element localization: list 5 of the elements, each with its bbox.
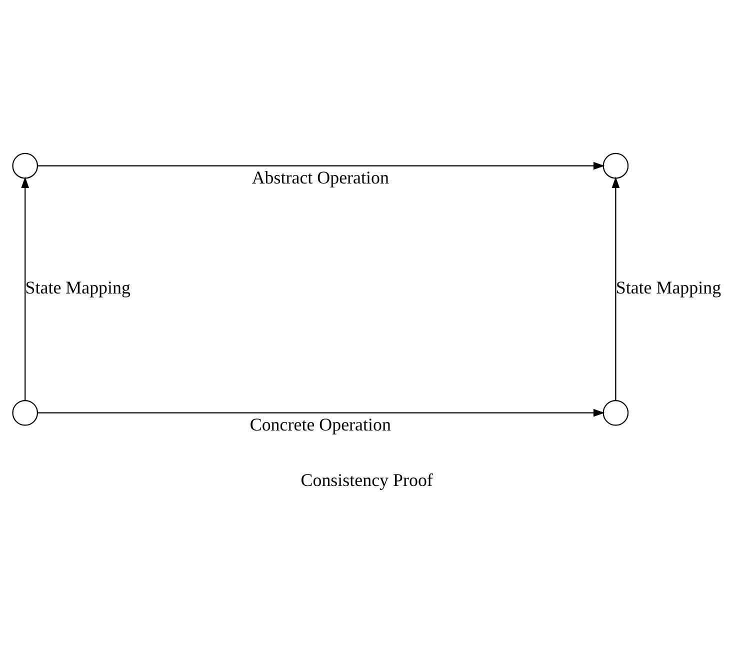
- edge-label: Abstract Operation: [252, 167, 389, 188]
- edge-label: State Mapping: [25, 277, 130, 298]
- edge-label: State Mapping: [616, 277, 722, 298]
- caption: Consistency Proof: [300, 469, 433, 490]
- edge-label: Concrete Operation: [250, 414, 391, 434]
